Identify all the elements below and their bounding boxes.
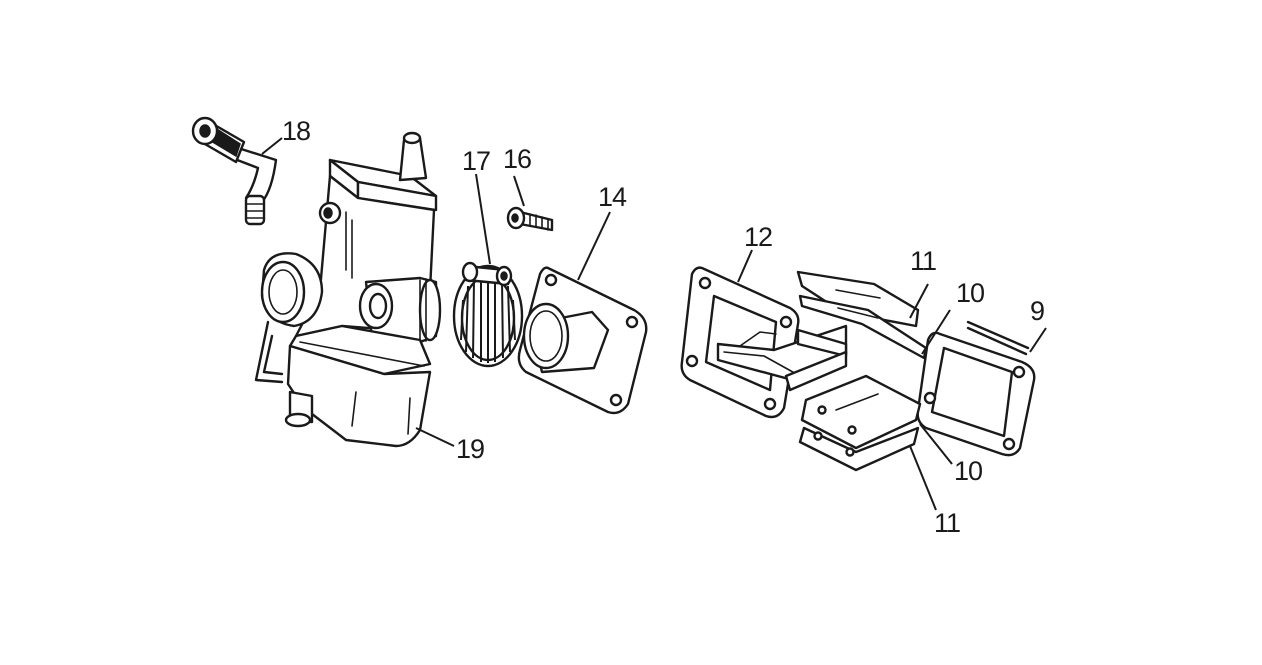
leader-10-top [921, 309, 951, 355]
part-9-gasket [916, 320, 1036, 457]
label-9: 9 [1030, 296, 1044, 326]
label-11-bottom: 11 [934, 508, 960, 538]
leader-16 [513, 175, 525, 207]
label-10-bottom: 10 [954, 456, 982, 486]
leader-17 [475, 173, 491, 265]
leader-12 [737, 249, 753, 283]
part-19-carburetor [254, 131, 442, 448]
label-16: 16 [503, 144, 531, 174]
label-19: 19 [456, 434, 484, 464]
part-12-reed-block [680, 266, 848, 419]
leader-lines [261, 137, 1047, 511]
part-17-hose-clamp [452, 261, 524, 368]
label-10-top: 10 [956, 278, 984, 308]
part-14-intake-manifold [517, 266, 648, 415]
label-14: 14 [598, 182, 627, 212]
label-18: 18 [282, 116, 310, 146]
part-10-top-reed-stopper [798, 294, 928, 360]
leader-10-bottom [919, 423, 953, 465]
part-10-bottom-reed-plate [800, 374, 922, 450]
part-11-bottom-reed-plate [798, 426, 920, 472]
label-11-top: 11 [910, 246, 936, 276]
leader-9 [1029, 327, 1047, 353]
leader-11-bottom [909, 445, 937, 511]
label-12: 12 [744, 222, 772, 252]
leader-19 [415, 427, 455, 447]
leader-14 [577, 211, 611, 281]
part-16-screw [506, 206, 554, 232]
part-labels: 18 17 16 14 12 11 10 9 19 10 11 [282, 116, 1045, 538]
label-17: 17 [462, 146, 490, 176]
leader-18 [261, 137, 283, 155]
part-11-top-reed-petal [796, 270, 920, 328]
part-18-hose-fitting [191, 116, 278, 226]
leader-11-top [909, 283, 929, 319]
